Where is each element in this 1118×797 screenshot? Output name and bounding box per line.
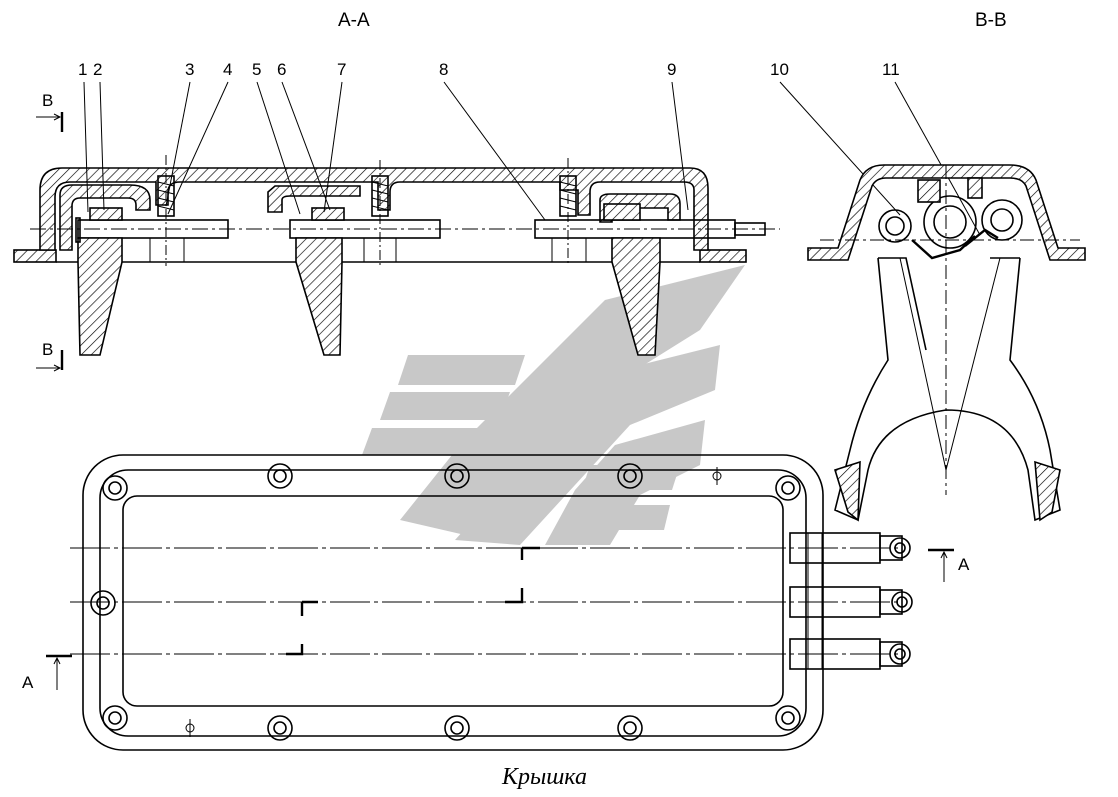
callout-10: 10 bbox=[770, 60, 789, 79]
callout-7: 7 bbox=[337, 60, 346, 79]
section-aa-view bbox=[13, 155, 780, 356]
callout-4: 4 bbox=[223, 60, 232, 79]
callout-5: 5 bbox=[252, 60, 261, 79]
callout-11: 11 bbox=[882, 60, 900, 79]
drawing-caption: Крышка bbox=[501, 764, 587, 790]
rod-ends bbox=[789, 532, 913, 670]
right-flange bbox=[699, 249, 747, 263]
plan-view: А А bbox=[22, 454, 970, 751]
fork-3 bbox=[611, 237, 661, 356]
cut-marks-b: В В bbox=[36, 91, 64, 372]
callout-8: 8 bbox=[439, 60, 448, 79]
bb-fork bbox=[834, 257, 1061, 522]
left-flange bbox=[13, 249, 57, 263]
section-aa-title: А-А bbox=[338, 10, 370, 31]
callout-6: 6 bbox=[277, 60, 286, 79]
callouts: 1 2 3 4 5 6 7 8 9 10 11 bbox=[78, 60, 981, 236]
cut-mark-b-top: В bbox=[42, 91, 53, 110]
cut-mark-a-right: А bbox=[958, 555, 970, 574]
callout-2: 2 bbox=[93, 60, 102, 79]
detent-springs bbox=[157, 155, 577, 266]
section-bb-title: В-В bbox=[975, 10, 1007, 31]
bolt-holes bbox=[90, 463, 801, 741]
callout-3: 3 bbox=[185, 60, 194, 79]
callout-1: 1 bbox=[78, 60, 87, 79]
fork-2 bbox=[295, 237, 343, 356]
bb-housing bbox=[807, 164, 1086, 261]
section-bb-view bbox=[807, 164, 1086, 522]
callout-9: 9 bbox=[667, 60, 676, 79]
watermark-logo bbox=[362, 265, 745, 545]
fork-1 bbox=[77, 237, 123, 356]
cut-mark-b-bottom: В bbox=[42, 340, 53, 359]
cut-mark-a-left: А bbox=[22, 673, 34, 692]
cut-marks-a: А А bbox=[22, 548, 970, 692]
